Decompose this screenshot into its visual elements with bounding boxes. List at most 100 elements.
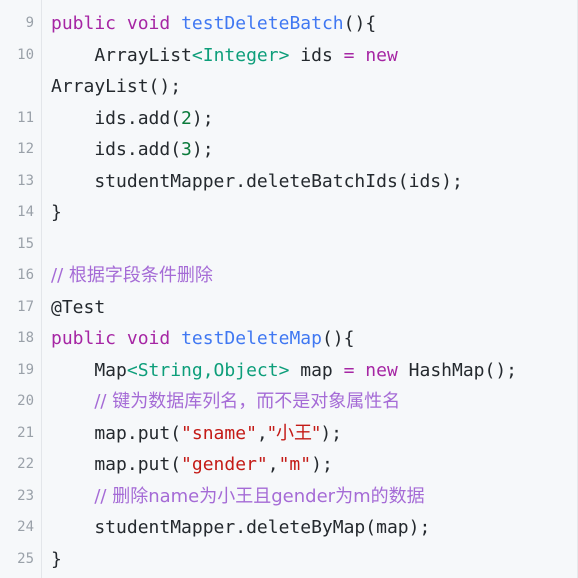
code-token-plain	[51, 391, 94, 412]
code-token-kw: new	[365, 44, 398, 66]
code-line: 23 // 删除name为小王且gender为m的数据	[0, 481, 578, 513]
code-token-fn: testDeleteMap	[181, 328, 322, 349]
code-token-ty: <Integer>	[191, 44, 290, 66]
code-line: 16// 根据字段条件删除	[0, 260, 578, 292]
code-token-str: "m"	[278, 454, 312, 475]
code-token-plain: );	[191, 139, 214, 160]
code-token-plain: ids.add(	[51, 107, 182, 129]
code-line: 21 map.put("sname","小王");	[0, 418, 578, 450]
code-token-str: "小王"	[267, 422, 321, 444]
code-line: 15	[0, 229, 578, 261]
code-token-ty: <String,Object>	[126, 359, 290, 381]
code-line: 14}	[0, 197, 578, 229]
code-token-fn: testDeleteBatch	[181, 13, 344, 34]
line-number: 23	[17, 487, 34, 504]
code-token-kw: new	[365, 359, 398, 381]
code-token-kw: void	[126, 13, 171, 34]
line-number: 22	[17, 456, 34, 472]
code-line: 17 @Test	[0, 292, 578, 324]
code-token-plain: ids.add(	[51, 139, 182, 160]
code-text: ids.add(3);	[51, 134, 214, 166]
code-token-str: "gender"	[181, 454, 268, 475]
code-token-plain: }	[51, 202, 62, 223]
code-text: public void testDeleteBatch(){	[51, 8, 376, 40]
code-token-plain: ids	[289, 44, 344, 66]
code-text: studentMapper.deleteBatchIds(ids);	[51, 166, 463, 198]
code-token-cm: // 根据字段条件删除	[51, 265, 213, 286]
code-line: 9 public void testDeleteBatch(){	[0, 8, 578, 40]
code-token-plain: map	[289, 359, 344, 381]
code-token-plain: (){	[343, 13, 377, 34]
code-line: 25}	[0, 544, 578, 576]
code-token-plain: @Test	[51, 296, 106, 318]
code-token-cm: // 键为数据库列名，而不是对象属性名	[94, 391, 401, 412]
code-text: // 键为数据库列名，而不是对象属性名	[51, 386, 400, 418]
code-text: }	[51, 544, 62, 576]
line-number: 15	[17, 235, 34, 252]
code-line: 13 studentMapper.deleteBatchIds(ids);	[0, 166, 578, 198]
code-token-kw: public	[51, 328, 117, 349]
code-line: 18 public void testDeleteMap(){	[0, 323, 578, 355]
code-line: 20 // 键为数据库列名，而不是对象属性名	[0, 386, 578, 418]
code-line: 10 ArrayList<Integer> ids = new	[0, 40, 578, 72]
code-line: 19 Map<String,Object> map = new HashMap(…	[0, 355, 578, 387]
code-token-plain: ,	[256, 422, 268, 444]
line-number: 12	[17, 141, 34, 157]
code-text: // 删除name为小王且gender为m的数据	[51, 481, 425, 513]
code-token-kw: void	[126, 328, 171, 349]
code-line: 12 ids.add(3);	[0, 134, 578, 166]
code-token-plain: HashMap();	[397, 359, 518, 381]
code-token-plain	[116, 13, 127, 34]
code-text: map.put("gender","m");	[51, 449, 333, 481]
code-token-plain	[51, 486, 94, 507]
code-token-plain: );	[311, 454, 333, 475]
line-number: 18	[17, 330, 34, 346]
line-number: 17	[17, 298, 34, 315]
code-token-plain	[354, 360, 365, 381]
code-token-cm: // 删除name为小王且gender为m的数据	[94, 485, 425, 507]
code-line: ArrayList();	[0, 71, 578, 103]
line-number: 9	[25, 15, 34, 31]
code-token-kw: =	[343, 359, 355, 381]
code-token-num: 3	[181, 139, 192, 160]
code-token-plain: );	[191, 107, 214, 129]
code-token-plain: (){	[321, 328, 355, 349]
code-text: }	[51, 197, 62, 229]
code-token-plain: ,	[267, 454, 279, 475]
code-token-plain: );	[320, 422, 342, 444]
code-token-plain	[170, 328, 181, 349]
line-number: 19	[17, 361, 34, 378]
code-token-num: 2	[181, 107, 192, 129]
line-number: 10	[17, 46, 34, 63]
line-number: 14	[17, 204, 34, 220]
code-line: 11 ids.add(2);	[0, 103, 578, 135]
code-token-plain: Map	[51, 359, 127, 381]
code-text: // 根据字段条件删除	[51, 260, 213, 292]
code-token-plain: studentMapper.deleteByMap(map);	[51, 517, 431, 538]
code-text: ids.add(2);	[51, 103, 214, 135]
code-line: 24 studentMapper.deleteByMap(map);	[0, 512, 578, 544]
code-text: Map<String,Object> map = new HashMap();	[51, 355, 517, 387]
line-number-gutter	[0, 0, 42, 578]
code-token-plain: ArrayList	[51, 44, 192, 66]
code-token-plain: ArrayList();	[51, 76, 182, 97]
line-number: 11	[17, 109, 34, 126]
code-token-kw: public	[51, 13, 117, 34]
code-token-plain: studentMapper.deleteBatchIds(ids);	[51, 170, 463, 192]
code-token-plain: map.put(	[51, 454, 182, 475]
code-text: ArrayList<Integer> ids = new	[51, 40, 398, 72]
line-number: 13	[17, 172, 34, 189]
code-text: public void testDeleteMap(){	[51, 323, 354, 355]
code-token-plain	[354, 45, 365, 66]
code-text: ArrayList();	[51, 71, 181, 103]
code-text: studentMapper.deleteByMap(map);	[51, 512, 430, 544]
code-token-str: "sname"	[181, 422, 257, 444]
line-number: 24	[17, 519, 34, 535]
code-token-plain	[170, 13, 181, 34]
code-token-plain	[116, 328, 127, 349]
code-token-plain: }	[51, 548, 62, 570]
line-number: 20	[17, 393, 34, 409]
code-token-kw: =	[343, 44, 355, 66]
code-text: @Test	[51, 292, 105, 324]
line-number: 25	[17, 550, 34, 567]
